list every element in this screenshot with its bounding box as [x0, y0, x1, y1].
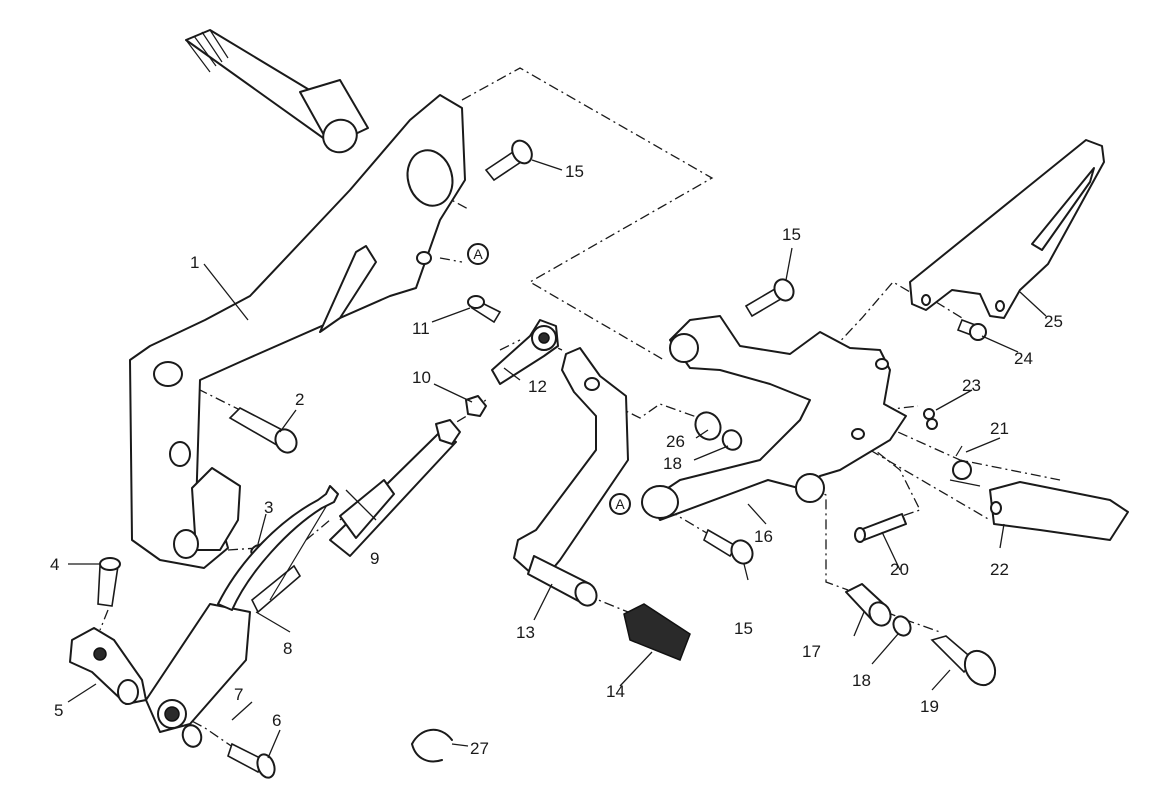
part-6-bolt	[227, 742, 276, 779]
part-4-bolt	[97, 557, 121, 607]
part-7-washer	[181, 724, 203, 748]
label-part-12: 12	[528, 377, 547, 396]
label-part-15: 15	[782, 225, 801, 244]
label-part-25: 25	[1044, 312, 1063, 331]
label-part-10: 10	[412, 368, 431, 387]
label-part-15: 15	[734, 619, 753, 638]
label-part-6: 6	[272, 711, 281, 730]
part-15-bolt-lower	[703, 528, 754, 565]
label-part-8: 8	[283, 639, 292, 658]
label-part-27: 27	[470, 739, 489, 758]
part-5-rod-end	[69, 627, 147, 705]
part-25-heel-guard	[909, 139, 1105, 319]
part-labels: 1 15 2 3 4 5 6 7 8 9 10 11 12 13 14 15 1…	[50, 162, 1063, 758]
reference-marker-a-lower: A	[609, 493, 631, 515]
pivot-pin	[185, 29, 369, 154]
part-18-washer-lower	[892, 615, 912, 637]
part-1-bracket	[129, 94, 466, 569]
label-part-15: 15	[565, 162, 584, 181]
label-part-5: 5	[54, 701, 63, 720]
label-part-19: 19	[920, 697, 939, 716]
label-part-3: 3	[264, 498, 273, 517]
part-12-rod-end	[491, 319, 559, 385]
leader-lines	[67, 159, 1047, 759]
part-26-washer	[694, 411, 722, 441]
part-17-bushing	[845, 583, 892, 627]
part-16-rearset-bracket	[641, 315, 907, 521]
part-8-shift-rod-assembly	[145, 485, 339, 733]
label-part-26: 26	[666, 432, 685, 451]
label-part-2: 2	[295, 390, 304, 409]
label-part-1: 1	[190, 253, 199, 272]
label-part-13: 13	[516, 623, 535, 642]
label-part-17: 17	[802, 642, 821, 661]
label-part-16: 16	[754, 527, 773, 546]
part-9-rod	[329, 419, 461, 557]
part-18-washer-upper	[721, 429, 743, 451]
label-part-11: 11	[412, 319, 430, 338]
label-part-14: 14	[606, 682, 625, 701]
label-part-22: 22	[990, 560, 1009, 579]
part-2-bolt	[228, 407, 298, 454]
part-14-rubber-peg	[623, 603, 691, 661]
label-part-7: 7	[234, 685, 243, 704]
label-part-20: 20	[890, 560, 909, 579]
label-part-9: 9	[370, 549, 379, 568]
part-10-nut	[465, 395, 487, 417]
part-22-footpeg	[989, 481, 1129, 541]
svg-text:A: A	[473, 246, 483, 262]
part-21-spring	[949, 445, 981, 487]
label-part-24: 24	[1014, 349, 1033, 368]
label-part-18: 18	[663, 454, 682, 473]
part-15-bolt-right	[744, 278, 795, 318]
assembly-lines	[99, 67, 1061, 753]
part-15-bolt-top	[484, 139, 533, 182]
part-13-gear-lever	[513, 347, 629, 607]
label-part-4: 4	[50, 555, 59, 574]
part-11-bolt	[467, 295, 502, 324]
part-24-screw	[956, 318, 987, 341]
label-part-18: 18	[852, 671, 871, 690]
reference-marker-a-upper: A	[467, 243, 489, 265]
part-23-clip	[923, 408, 938, 430]
label-part-23: 23	[962, 376, 981, 395]
label-part-21: 21	[990, 419, 1009, 438]
svg-text:A: A	[615, 496, 625, 512]
part-19-pivot-bolt	[930, 635, 997, 687]
part-20-pin	[854, 513, 907, 543]
part-27-clip	[411, 729, 453, 763]
